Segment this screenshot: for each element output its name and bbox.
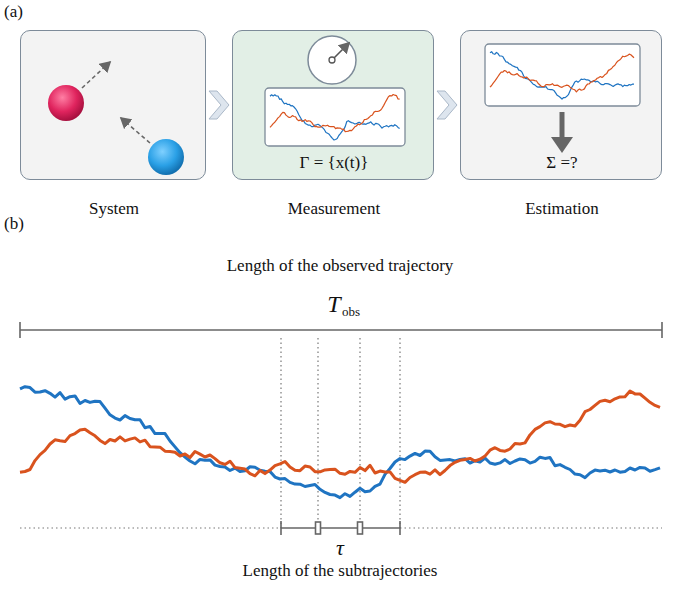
subscript: obs (342, 305, 360, 319)
panel-letter: (b) (4, 214, 24, 234)
box-formula: Σ =? (546, 153, 577, 173)
panel-letter: (a) (4, 2, 23, 22)
window-lines (20, 338, 662, 530)
estimation-box: Σ =?Estimation (460, 30, 662, 180)
observed-length-bar (20, 329, 662, 331)
flow-chevron (437, 91, 457, 119)
trajectory (20, 391, 660, 482)
system-box: System (20, 30, 206, 180)
flow-chevron (209, 91, 229, 119)
bar-tick (661, 322, 663, 338)
axis-caption: Length of the subtrajectories (243, 561, 438, 581)
box-formula: Γ = {x(t)} (300, 153, 369, 173)
box-caption: Measurement (288, 199, 381, 219)
measurement-box: Γ = {x(t)}Measurement (232, 30, 434, 180)
symbol: T (327, 290, 340, 318)
symbol: τ (336, 536, 344, 560)
box-caption: Estimation (525, 199, 599, 219)
trajectory (20, 387, 660, 498)
bar-tick (19, 322, 21, 338)
subtrajectory-bar (281, 521, 400, 535)
axis-caption: Length of the observed trajectory (227, 256, 454, 276)
box-caption: System (89, 199, 139, 219)
